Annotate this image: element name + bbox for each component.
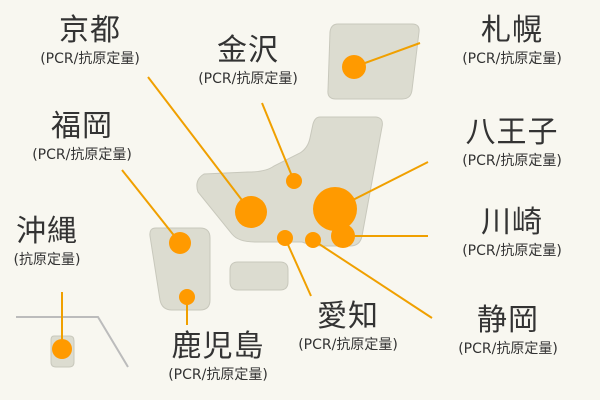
city-name: 川崎 [481,205,543,240]
city-name: 鹿児島 [171,329,265,364]
city-name: 福岡 [51,109,113,144]
leader-kyoto [147,76,252,213]
city-name: 沖縄 [16,214,78,249]
city-label-aichi: 愛知 (PCR/抗原定量) [278,299,418,353]
marker-sapporo [342,55,366,79]
test-type: (抗原定量) [13,252,81,268]
city-label-kawasaki: 川崎 (PCR/抗原定量) [438,205,586,259]
city-label-kanazawa: 金沢 (PCR/抗原定量) [178,33,318,87]
city-name: 京都 [59,13,121,48]
land-hokkaido [327,23,420,100]
marker-aichi [277,230,293,246]
test-type: (PCR/抗原定量) [458,341,558,357]
city-name: 静岡 [477,303,539,338]
test-type: (PCR/抗原定量) [462,243,562,259]
marker-okinawa [52,339,72,359]
city-label-shizuoka: 静岡 (PCR/抗原定量) [434,303,582,357]
leader-kanazawa [261,102,295,182]
test-type: (PCR/抗原定量) [168,367,268,383]
leader-shizuoka [312,239,433,319]
marker-kanazawa [286,173,302,189]
marker-kagoshima [179,289,195,305]
test-type: (PCR/抗原定量) [198,71,298,87]
marker-kawasaki [331,224,355,248]
test-type: (PCR/抗原定量) [32,147,132,163]
okinawa-inset-line [16,316,129,368]
city-label-fukuoka: 福岡 (PCR/抗原定量) [12,109,152,163]
leader-fukuoka [121,169,181,244]
marker-kyoto [235,196,267,228]
land-shikoku [229,261,289,291]
leader-aichi [284,237,312,297]
city-markers [52,55,366,359]
city-label-kagoshima: 鹿児島 (PCR/抗原定量) [146,329,290,383]
city-label-okinawa: 沖縄 (抗原定量) [10,214,84,268]
city-label-kyoto: 京都 (PCR/抗原定量) [20,13,160,67]
marker-hachioji [313,187,357,231]
city-label-sapporo: 札幌 (PCR/抗原定量) [438,13,586,67]
city-name: 八王子 [465,115,559,150]
city-name: 愛知 [317,299,379,334]
city-name: 金沢 [217,33,279,68]
marker-fukuoka [169,232,191,254]
land-kyushu [149,227,211,311]
city-label-hachioji: 八王子 (PCR/抗原定量) [438,115,586,169]
test-type: (PCR/抗原定量) [40,51,140,67]
test-type: (PCR/抗原定量) [462,153,562,169]
test-type: (PCR/抗原定量) [462,51,562,67]
marker-shizuoka [305,232,321,248]
test-type: (PCR/抗原定量) [298,337,398,353]
city-name: 札幌 [481,13,543,48]
